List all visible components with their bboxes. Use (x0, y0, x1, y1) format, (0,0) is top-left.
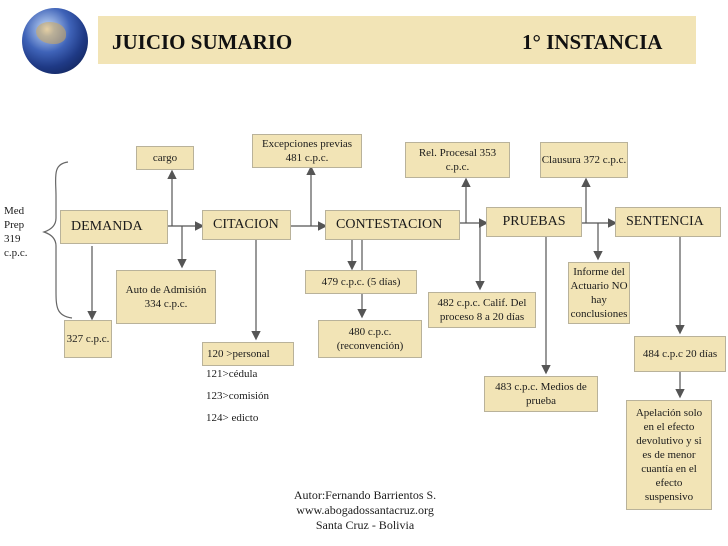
instance-label: 1° INSTANCIA (522, 30, 663, 54)
note-484: 484 c.p.c 20 días (634, 336, 726, 372)
stage-pruebas: PRUEBAS (486, 207, 582, 237)
note-clausura: Clausura 372 c.p.c. (540, 142, 628, 178)
stage-citacion: CITACION (202, 210, 291, 240)
footer-credits: Autor:Fernando Barrientos S. www.abogado… (280, 488, 450, 533)
citacion-list-item: 120 >personal (202, 342, 294, 366)
note-479: 479 c.p.c. (5 días) (305, 270, 417, 294)
note-480: 480 c.p.c. (reconvención) (318, 320, 422, 358)
stage-sentencia: SENTENCIA (615, 207, 721, 237)
note-excepciones-previas: Excepciones previas 481 c.p.c. (252, 134, 362, 168)
note-cargo: cargo (136, 146, 194, 170)
title-banner (98, 16, 696, 64)
note-informe-actuario: Informe del Actuario NO hay conclusiones (568, 262, 630, 324)
left-brace (42, 161, 73, 319)
stage-contestacion: CONTESTACION (325, 210, 460, 240)
citacion-list-item: 124> edicto (206, 412, 259, 424)
note-rel-procesal: Rel. Procesal 353 c.p.c. (405, 142, 510, 178)
note-apelacion: Apelación solo en el efecto devolutivo y… (626, 400, 712, 510)
footer-author: Autor:Fernando Barrientos S. (293, 488, 437, 502)
footer-website: www.abogadossantacruz.org (296, 503, 434, 517)
note-482: 482 c.p.c. Calif. Del proceso 8 a 20 día… (428, 292, 536, 328)
citacion-list-item: 121>cédula (206, 368, 258, 380)
side-note-med-prep: Med Prep 319 c.p.c. (4, 205, 28, 259)
page-title: JUICIO SUMARIO (112, 30, 293, 54)
note-483: 483 c.p.c. Medios de prueba (484, 376, 598, 412)
stage-demanda: DEMANDA (60, 210, 168, 244)
citacion-list-item: 123>comisión (206, 390, 270, 402)
note-auto-admision: Auto de Admisión 334 c.p.c. (116, 270, 216, 324)
note-327: 327 c.p.c. (64, 320, 112, 358)
globe-land-decoration (36, 22, 66, 44)
footer-location: Santa Cruz - Bolivia (315, 518, 415, 532)
